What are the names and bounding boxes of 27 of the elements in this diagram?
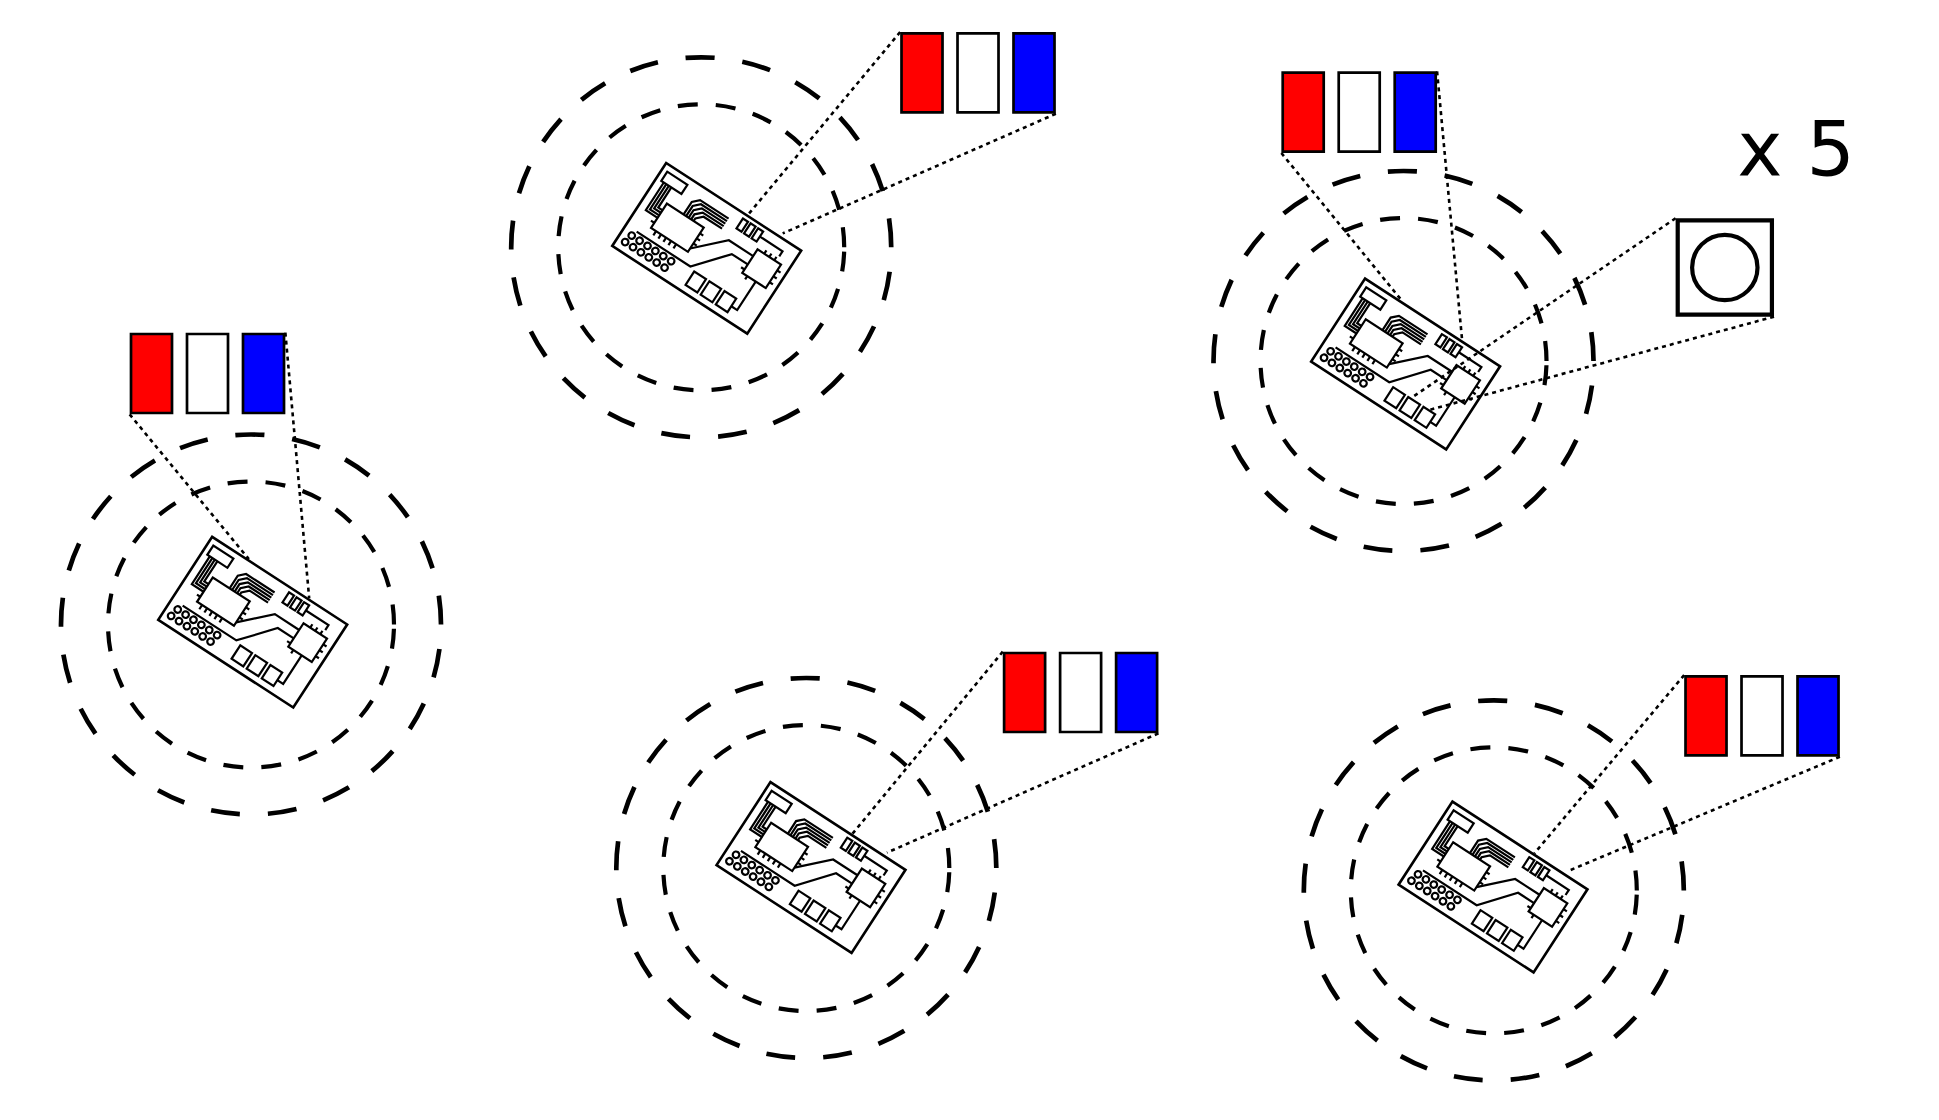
rectangle (1337, 71, 1382, 154)
leader-line (851, 650, 1004, 835)
rectangle (1796, 675, 1840, 757)
rectangle (956, 32, 1000, 114)
rectangle (241, 332, 286, 415)
rectangle (1740, 675, 1784, 757)
leader-line (284, 332, 311, 599)
rectangle (129, 332, 174, 415)
rectangle (1684, 675, 1728, 757)
rectangle (185, 332, 230, 415)
leader-line (747, 31, 902, 216)
leader-line (128, 413, 250, 560)
rectangle (1393, 71, 1438, 154)
rectangle (1281, 71, 1326, 154)
rectangle (1058, 651, 1103, 734)
quantity-label: x 5 (1739, 120, 1849, 177)
leader-line (886, 732, 1159, 854)
leader-line (1533, 674, 1686, 855)
rectangle (1002, 651, 1047, 734)
leader-line (1427, 315, 1775, 412)
square-with-circle (1675, 218, 1774, 317)
rectangle (1114, 651, 1159, 734)
rectangle (1012, 32, 1056, 114)
leader-line (1413, 217, 1677, 398)
leader-line (782, 112, 1057, 235)
rectangle (900, 32, 944, 114)
leader-line (1435, 71, 1464, 341)
